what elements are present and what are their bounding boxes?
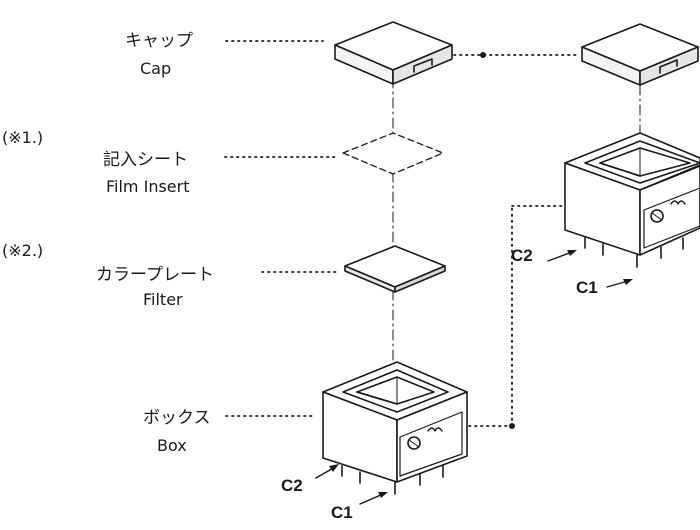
assembled-cap: [581, 23, 699, 86]
note-2: (※2.): [2, 241, 44, 260]
assembled-terminal-c2-label: C2: [511, 246, 533, 265]
assembled-terminal-c1-label: C1: [576, 278, 598, 297]
connector-node: [480, 52, 486, 58]
terminal-c1-label: C1: [331, 503, 353, 522]
filter-label-en: Filter: [143, 290, 183, 309]
label-leaders: [224, 40, 339, 417]
film-insert-part: [342, 132, 444, 175]
cap-part: [334, 21, 453, 85]
film-insert-label-jp: 記入シート: [103, 150, 188, 170]
assembled-box: [564, 132, 700, 268]
filter-label-jp: カラープレート: [96, 265, 214, 285]
terminal-arrows: [315, 250, 633, 505]
terminal-c2-label: C2: [281, 476, 303, 495]
note-1: (※1.): [2, 128, 44, 147]
filter-part: [344, 245, 446, 293]
connector-node: [509, 423, 515, 429]
box-label-en: Box: [157, 436, 187, 455]
box-label-jp: ボックス: [143, 408, 211, 428]
box-part: [322, 361, 468, 495]
cap-label-jp: キャップ: [125, 31, 193, 51]
cap-label-en: Cap: [140, 59, 172, 78]
assembly-connector: [453, 54, 579, 427]
film-insert-label-en: Film Insert: [106, 177, 190, 196]
